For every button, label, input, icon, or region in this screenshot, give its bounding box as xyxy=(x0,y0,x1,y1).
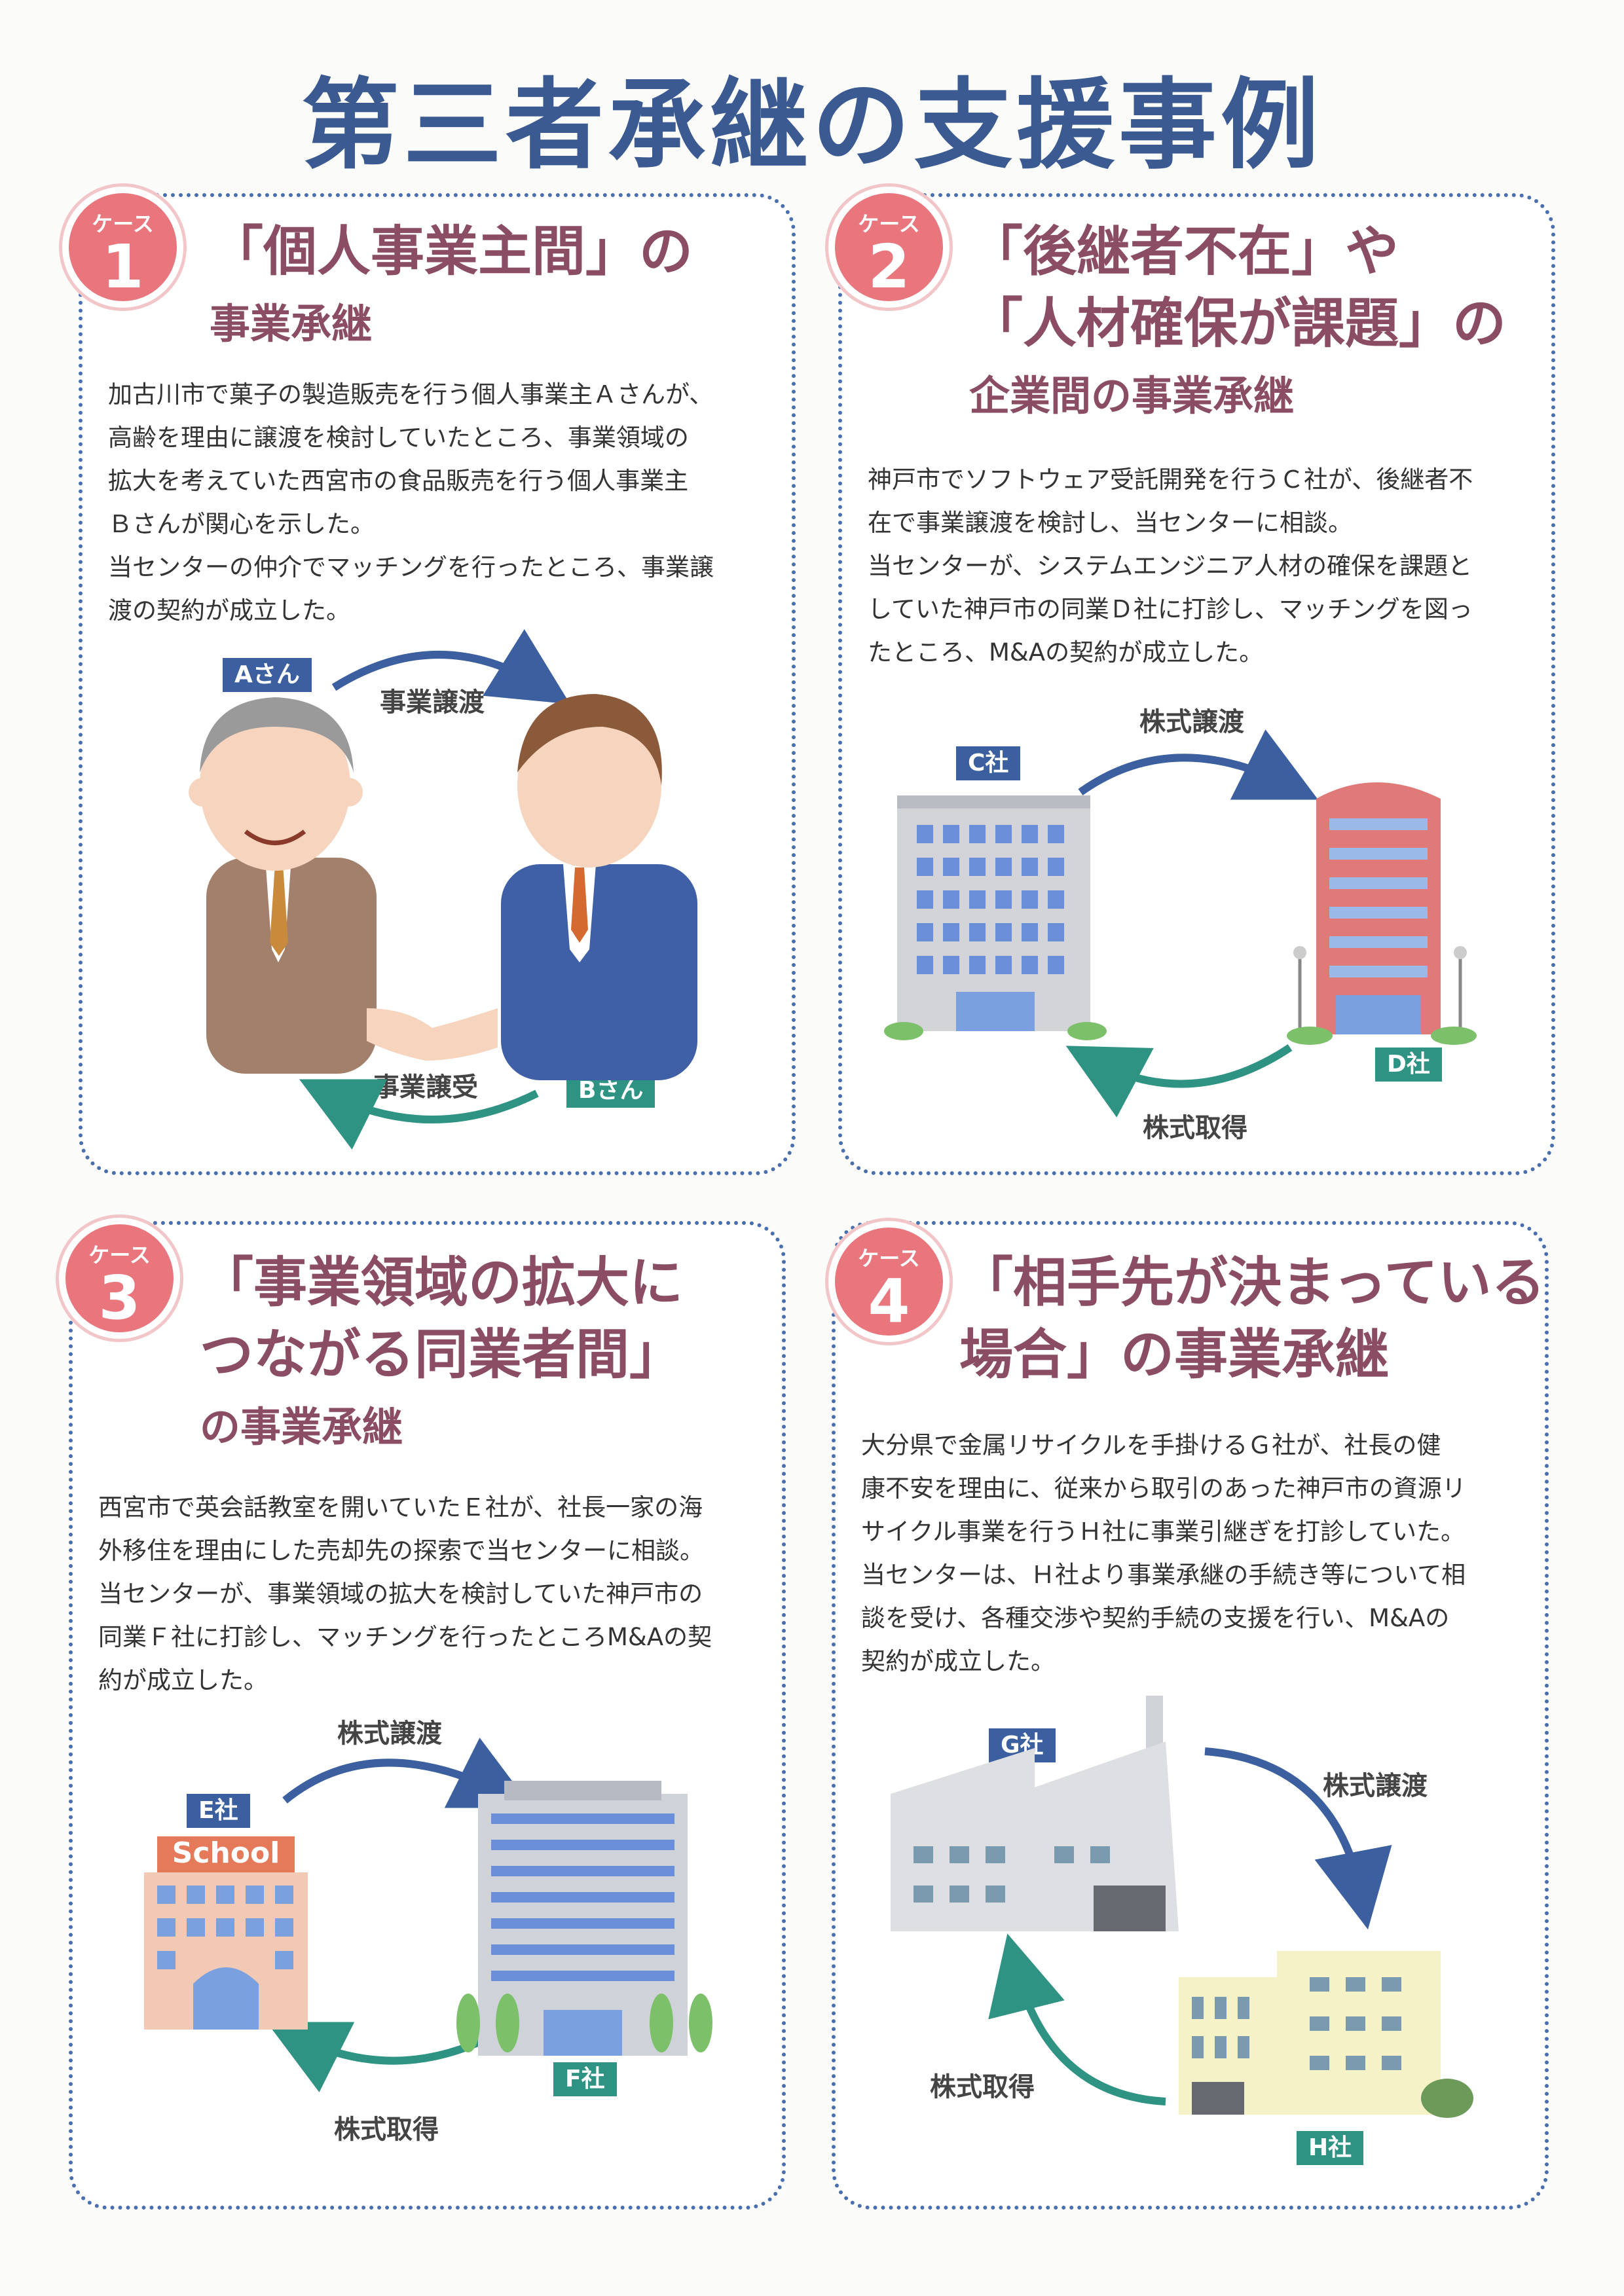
heading-line: 「人材確保が課題」の xyxy=(969,293,1507,355)
badge-number: 4 xyxy=(868,1266,910,1336)
body-line: 契約が成立した。 xyxy=(861,1647,1055,1675)
heading-line: 「後継者不在」や xyxy=(969,221,1399,283)
body-line: 大分県で金属リサイクルを手掛けるＧ社が、社長の健 xyxy=(861,1431,1441,1459)
body-line: 談を受け、各種交渉や契約手続の支援を行い、M&Aの xyxy=(861,1604,1450,1632)
office-buildings-illustration xyxy=(884,729,1477,1118)
case-body-2: 神戸市でソフトウェア受託開発を行うＣ社が、後継者不 在で事業譲渡を検討し、当セン… xyxy=(868,458,1473,674)
heading-line: 「事業領域の拡大に xyxy=(200,1252,684,1314)
body-line: していた神戸市の同業Ｄ社に打診し、マッチングを図っ xyxy=(868,595,1473,623)
badge-number: 3 xyxy=(98,1263,141,1333)
body-line: 渡の契約が成立した。 xyxy=(108,596,350,625)
body-line: 康不安を理由に、従来から取引のあった神戸市の資源リ xyxy=(861,1474,1466,1503)
body-line: 西宮市で英会話教室を開いていたＥ社が、社長一家の海 xyxy=(98,1493,703,1522)
heading-line: つながる同業者間」 xyxy=(200,1324,684,1386)
case-badge-4: ケース 4 xyxy=(828,1221,950,1342)
party-tag-a: Aさん xyxy=(223,658,312,692)
arrow-label-top: 事業譲渡 xyxy=(380,687,485,718)
body-line: たところ、M&Aの契約が成立した。 xyxy=(868,638,1264,666)
badge-number: 2 xyxy=(868,232,910,302)
badge-label: ケース xyxy=(92,211,154,236)
case-heading-4: 「相手先が決まっている 場合」の事業承継 xyxy=(959,1247,1545,1391)
body-line: 加古川市で菓子の製造販売を行う個人事業主Ａさんが、 xyxy=(108,380,714,409)
case-badge-1: ケース 1 xyxy=(62,187,183,308)
body-line: Ｂさんが関心を示した。 xyxy=(108,510,375,538)
body-line: 神戸市でソフトウェア受託開発を行うＣ社が、後継者不 xyxy=(868,465,1473,494)
party-tag-b: H社 xyxy=(1297,2131,1364,2165)
school-and-office-illustration: School xyxy=(144,1738,712,2092)
arrow-label-bottom: 株式取得 xyxy=(334,2115,439,2145)
case-badge-2: ケース 2 xyxy=(828,187,950,308)
case-body-3: 西宮市で英会話教室を開いていたＥ社が、社長一家の海 外移住を理由にした売却先の探… xyxy=(98,1486,712,1702)
arrow-label-bottom: 株式取得 xyxy=(1143,1113,1247,1143)
badge-label: ケース xyxy=(858,1246,920,1271)
case-heading-3: 「事業領域の拡大に つながる同業者間」 の事業承継 xyxy=(200,1247,683,1463)
badge-number: 1 xyxy=(101,232,144,302)
party-tag-b: D社 xyxy=(1375,1048,1442,1082)
party-tag-b: F社 xyxy=(553,2062,617,2096)
body-line: 当センターが、システムエンジニア人材の確保を課題と xyxy=(868,552,1473,580)
case-heading-1: 「個人事業主間」の 事業承継 xyxy=(210,216,693,360)
body-line: 高齢を理由に譲渡を検討していたところ、事業領域の xyxy=(108,424,689,452)
arrow-label-top: 株式譲渡 xyxy=(1323,1771,1428,1801)
body-line: 在で事業譲渡を検討し、当センターに相談。 xyxy=(868,509,1352,537)
body-line: 同業Ｆ社に打診し、マッチングを行ったところM&Aの契 xyxy=(98,1623,712,1651)
factory-illustration xyxy=(891,1696,1473,2118)
body-line: サイクル事業を行うＨ社に事業引継ぎを打診していた。 xyxy=(861,1518,1466,1546)
badge-label: ケース xyxy=(88,1243,151,1267)
handshake-illustration xyxy=(189,629,697,1150)
school-sign-text: School xyxy=(172,1836,280,1870)
body-line: 拡大を考えていた西宮市の食品販売を行う個人事業主 xyxy=(108,467,689,495)
arrow-label-top: 株式譲渡 xyxy=(1139,707,1244,737)
heading-line: 企業間の事業承継 xyxy=(969,372,1295,420)
party-tag-a: E社 xyxy=(187,1794,250,1828)
case-body-1: 加古川市で菓子の製造販売を行う個人事業主Ａさんが、 高齢を理由に譲渡を検討してい… xyxy=(108,373,714,632)
heading-line: 場合」の事業承継 xyxy=(959,1324,1390,1386)
arrow-label-bottom: 株式取得 xyxy=(930,2072,1035,2102)
case-body-4: 大分県で金属リサイクルを手掛けるＧ社が、社長の健 康不安を理由に、従来から取引の… xyxy=(861,1424,1466,1683)
body-line: 約が成立した。 xyxy=(98,1666,268,1694)
case-heading-2: 「後継者不在」や 「人材確保が課題」の 企業間の事業承継 xyxy=(969,216,1506,432)
page-title: 第三者承継の支援事例 xyxy=(301,69,1323,183)
arrow-label-bottom: 事業譲受 xyxy=(373,1072,478,1102)
badge-label: ケース xyxy=(858,211,920,236)
heading-line: 事業承継 xyxy=(210,300,373,348)
body-line: 当センターは、Ｈ社より事業承継の手続き等について相 xyxy=(861,1561,1466,1589)
heading-line: 「個人事業主間」の xyxy=(210,221,693,283)
arrow-label-top: 株式譲渡 xyxy=(337,1719,442,1749)
body-line: 当センターの仲介でマッチングを行ったところ、事業譲 xyxy=(108,553,714,581)
body-line: 外移住を理由にした売却先の探索で当センターに相談。 xyxy=(98,1537,704,1565)
heading-line: の事業承継 xyxy=(200,1403,403,1451)
case-badge-3: ケース 3 xyxy=(59,1218,180,1339)
body-line: 当センターが、事業領域の拡大を検討していた神戸市の xyxy=(98,1580,703,1608)
heading-line: 「相手先が決まっている xyxy=(959,1252,1545,1314)
school-sign xyxy=(157,1836,295,1872)
party-tag-a: C社 xyxy=(956,746,1021,780)
